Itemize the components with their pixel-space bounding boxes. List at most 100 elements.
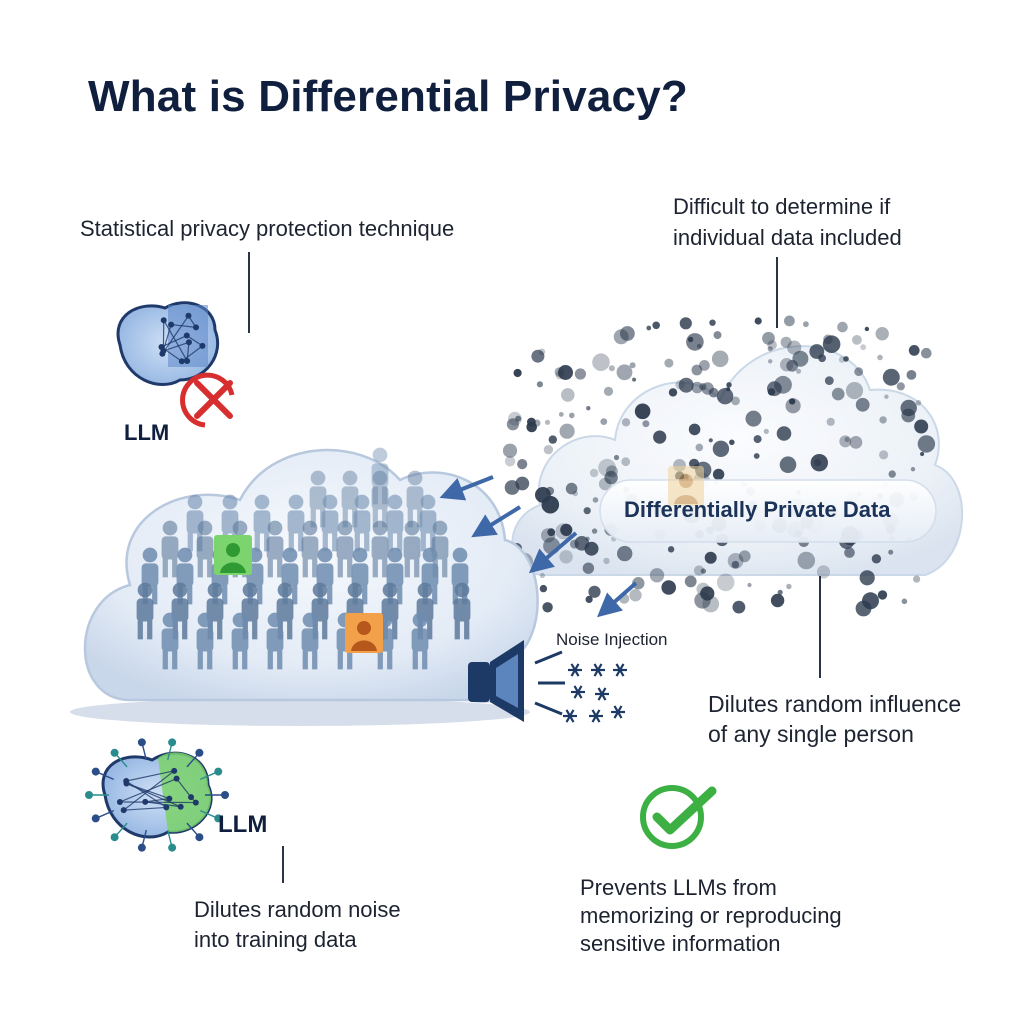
noise-dot xyxy=(527,417,536,427)
noise-dot xyxy=(780,336,792,348)
noise-dot xyxy=(502,443,518,458)
person-icon xyxy=(371,520,389,578)
person-icon xyxy=(161,520,179,578)
noise-dot xyxy=(712,440,730,457)
noise-dot xyxy=(558,365,573,380)
noise-dot xyxy=(871,554,882,564)
dilutes-influence-line-2: of any single person xyxy=(708,721,914,747)
noise-dot xyxy=(603,557,610,565)
noise-dot xyxy=(716,388,734,405)
noise-dot xyxy=(774,375,792,394)
noise-dot xyxy=(913,575,921,583)
flow-arrow xyxy=(471,505,522,538)
noise-dot xyxy=(695,443,704,452)
noise-dot xyxy=(569,412,575,419)
noise-dot xyxy=(708,387,719,398)
noise-dot xyxy=(877,590,888,600)
noise-dot xyxy=(539,584,548,593)
noise-dot xyxy=(809,344,825,359)
noise-dot xyxy=(547,528,556,537)
statistical-technique-label: Statistical privacy protection technique xyxy=(80,216,455,241)
noise-dot xyxy=(583,507,591,515)
noise-dot xyxy=(767,346,773,352)
noise-dot xyxy=(517,459,528,470)
noise-dot xyxy=(888,549,894,555)
prevents-memorizing-label: Prevents LLMs from memorizing or reprodu… xyxy=(580,874,842,958)
noise-dot xyxy=(901,598,908,605)
noise-dot xyxy=(604,470,618,485)
noise-dot xyxy=(603,386,614,396)
noise-dot xyxy=(653,430,667,444)
person-icon xyxy=(336,520,354,578)
noise-dot xyxy=(709,319,716,326)
highlighted-person-icon xyxy=(214,535,252,575)
dataset-cloud xyxy=(70,447,539,726)
noise-dot xyxy=(864,326,870,332)
noise-dot xyxy=(753,435,762,444)
highlighted-person-icon xyxy=(345,613,383,653)
noise-dot xyxy=(762,331,775,345)
flow-arrows xyxy=(439,475,638,618)
noise-dot xyxy=(917,435,936,453)
prevents-line-1: Prevents LLMs from xyxy=(580,875,777,900)
noise-dot xyxy=(536,381,544,388)
noise-dot xyxy=(784,315,795,327)
noise-dot xyxy=(731,560,740,569)
noise-dot xyxy=(855,600,872,617)
noise-dot xyxy=(776,426,792,441)
page-title: What is Differential Privacy? xyxy=(88,72,688,121)
person-icon xyxy=(136,582,154,640)
person-icon xyxy=(411,612,429,670)
noise-dot xyxy=(646,325,652,331)
person-icon xyxy=(453,582,471,640)
person-icon xyxy=(353,494,371,552)
noise-dot xyxy=(702,595,720,613)
noise-dot xyxy=(649,568,665,583)
private-data-cloud xyxy=(502,315,964,617)
noise-dot xyxy=(652,321,660,330)
person-icon xyxy=(161,612,179,670)
person-icon xyxy=(287,494,305,552)
people-crowd xyxy=(136,447,471,670)
person-icon xyxy=(321,494,339,552)
noise-dot xyxy=(559,550,573,564)
noise-dot xyxy=(843,356,849,362)
flow-arrow xyxy=(596,581,638,618)
snowflake-icon xyxy=(571,685,585,699)
noise-dot xyxy=(629,362,636,369)
noise-dot xyxy=(589,468,599,478)
noise-dot xyxy=(541,528,556,543)
dilutes-noise-line-1: Dilutes random noise xyxy=(194,897,401,922)
person-icon xyxy=(386,494,404,552)
noise-dot xyxy=(613,454,620,461)
noise-dot xyxy=(779,456,797,474)
noise-dot xyxy=(879,416,887,424)
noise-dot xyxy=(716,573,735,592)
noise-dot xyxy=(592,497,599,503)
noise-dot xyxy=(738,550,751,563)
noise-dot xyxy=(877,354,883,361)
noise-dot xyxy=(559,423,575,439)
noise-dot xyxy=(879,450,889,460)
noise-dot xyxy=(542,602,553,613)
noise-dot xyxy=(920,451,925,457)
noise-dot xyxy=(687,336,694,343)
hidden-person-icon xyxy=(668,466,704,506)
prevents-line-2: memorizing or reproducing xyxy=(580,903,842,928)
difficult-line-2: individual data included xyxy=(673,225,902,250)
noise-dot xyxy=(731,396,740,406)
brain-network-icon xyxy=(116,301,220,386)
noise-dot xyxy=(504,456,516,467)
noise-dot xyxy=(875,327,889,341)
noise-dot xyxy=(803,321,809,328)
flow-arrow xyxy=(439,475,494,501)
snowflake-icon xyxy=(589,709,603,723)
noise-dot xyxy=(634,403,651,420)
noise-dot xyxy=(598,458,616,477)
noise-dot xyxy=(586,406,591,411)
dilutes-noise-label: Dilutes random noise into training data xyxy=(194,895,401,955)
noise-dot xyxy=(548,435,557,444)
person-icon xyxy=(403,520,421,578)
noise-dot xyxy=(621,418,631,427)
snowflake-icon xyxy=(591,663,605,677)
